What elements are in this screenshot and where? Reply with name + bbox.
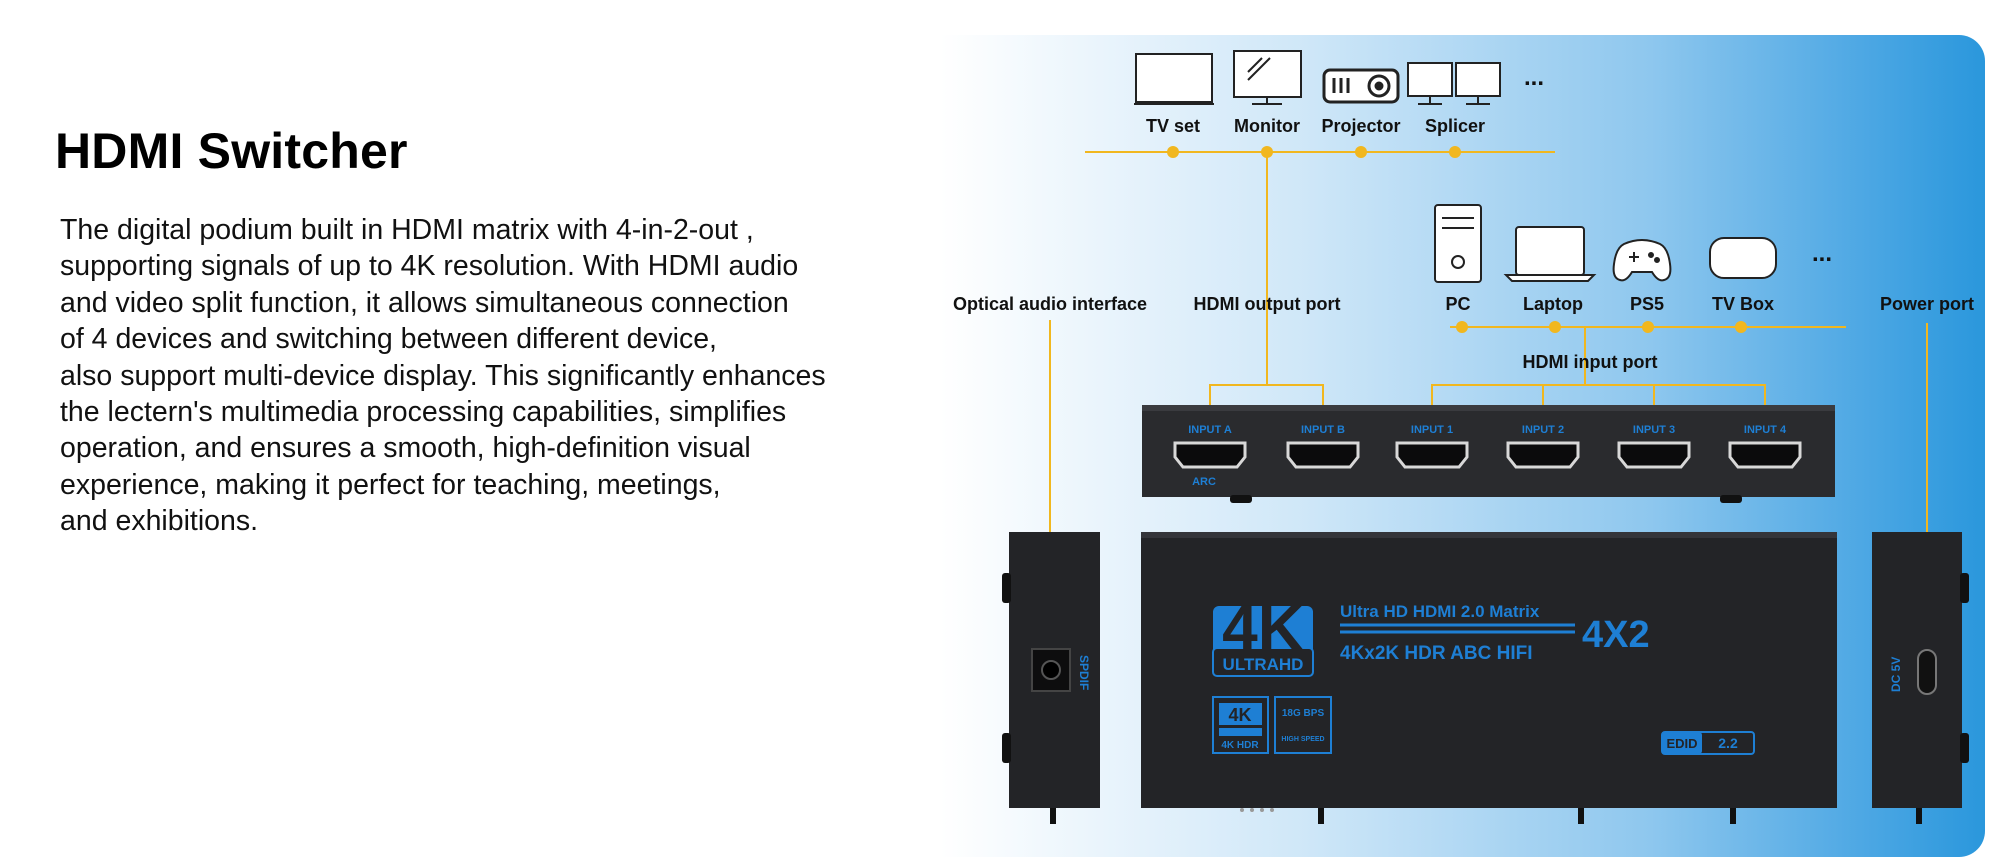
projector-icon [1322, 68, 1400, 104]
switch-right-side [1872, 532, 1969, 824]
input-device-label: PS5 [1629, 294, 1665, 314]
edid-badge [1661, 731, 1755, 755]
tv-icon [1134, 53, 1214, 105]
port-label: INPUT 1 [1411, 424, 1453, 436]
input-device-label: Laptop [1523, 294, 1583, 314]
description-line: of 4 devices and switching between diffe… [60, 323, 717, 356]
tv-box-icon [1709, 237, 1777, 279]
description-line: experience, making it perfect for teachi… [60, 468, 721, 501]
device-line2: 4Kx2K HDR ABC HIFI [1340, 643, 1533, 664]
hdmi-ports [1173, 441, 1802, 469]
power-port-label: Power port [1879, 294, 1975, 314]
output-device-label: Projector [1321, 116, 1401, 136]
output-device-label: Splicer [1424, 116, 1486, 136]
port-label: INPUT B [1301, 424, 1345, 436]
badge-speed-text: HIGH SPEED [1281, 736, 1324, 743]
device-model: 4X2 [1582, 614, 1650, 656]
pc-icon [1434, 204, 1482, 283]
hdmi-port [1506, 441, 1580, 469]
badge-18g-bps [1274, 696, 1332, 754]
gamepad-icon [1612, 239, 1672, 282]
port-label: INPUT 4 [1744, 424, 1787, 436]
input-device-label: TV Box [1711, 294, 1775, 314]
description-line: and exhibitions. [60, 505, 259, 538]
switch-port-panel [1142, 405, 1835, 503]
badge-4k-text: 4K [1228, 705, 1251, 725]
output-device-label: TV set [1145, 116, 1201, 136]
switch-front-panel [1141, 532, 1837, 824]
badge-4k-hdr [1212, 696, 1269, 754]
port-label: INPUT 2 [1522, 424, 1564, 436]
hdmi-port [1286, 441, 1360, 469]
description-line: The digital podium built in HDMI matrix … [60, 214, 754, 246]
badge-bps-text: 18G BPS [1282, 708, 1325, 719]
switch-left-side [1002, 532, 1100, 824]
connection-dots [1167, 146, 1747, 333]
logo-4k-text: 4K [1222, 592, 1304, 664]
4k-ultrahd-logo [1212, 606, 1314, 677]
arc-label: ARC [1192, 476, 1216, 488]
output-device-label: Monitor [1234, 116, 1300, 136]
hdmi-input-port-label: HDMI input port [1522, 352, 1658, 372]
hdmi-output-port-label: HDMI output port [1193, 294, 1341, 314]
port-label: INPUT A [1188, 424, 1232, 436]
description-line: supporting signals of up to 4K resolutio… [60, 250, 799, 283]
input-device-label: PC [1445, 294, 1471, 314]
description-line: and video split function, it allows simu… [60, 286, 789, 319]
hdmi-port [1617, 441, 1691, 469]
hdmi-port [1173, 441, 1247, 469]
description-line: operation, and ensures a smooth, high-de… [60, 432, 751, 465]
description-line: the lectern's multimedia processing capa… [60, 396, 787, 429]
optical-audio-label: Optical audio interface [952, 294, 1148, 314]
description: The digital podium built in HDMI matrix … [60, 212, 920, 540]
hdmi-port [1728, 441, 1802, 469]
input-more: ... [1812, 240, 1833, 267]
badge-4k-hdr-text: 4K HDR [1221, 740, 1259, 751]
description-line: also support multi-device display. This … [60, 359, 826, 392]
laptop-icon [1503, 226, 1597, 282]
splicer-icon [1407, 62, 1501, 105]
logo-ultrahd-text: ULTRAHD [1223, 655, 1304, 674]
page-title: HDMI Switcher [55, 123, 408, 179]
monitor-icon [1233, 50, 1302, 105]
edid-label: EDID [1666, 736, 1697, 751]
output-more: ... [1524, 64, 1545, 91]
hdmi-port [1395, 441, 1469, 469]
port-label: INPUT 3 [1633, 424, 1675, 436]
edid-value: 2.2 [1718, 735, 1738, 751]
dc-label: DC 5V [1889, 657, 1903, 692]
device-line1: Ultra HD HDMI 2.0 Matrix [1340, 602, 1540, 621]
spdif-label: SPDIF [1077, 655, 1091, 690]
